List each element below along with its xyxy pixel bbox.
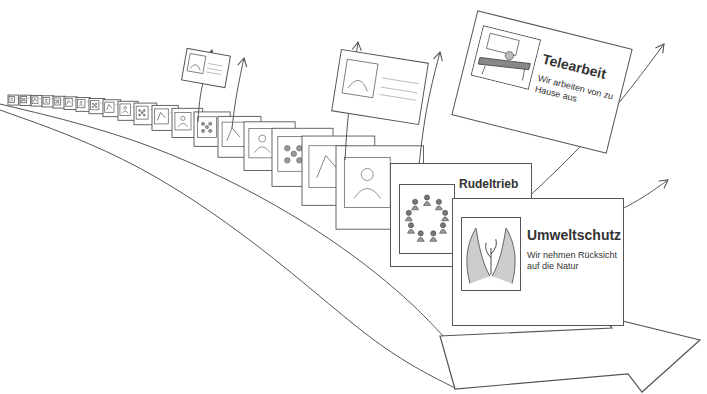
row-card bbox=[76, 98, 90, 112]
direction-arrow bbox=[440, 316, 700, 392]
row-card bbox=[31, 95, 42, 106]
card: UmweltschutzWir nehmen Rücksicht auf die… bbox=[452, 198, 624, 326]
row-card bbox=[64, 97, 77, 110]
floor-edge bbox=[0, 110, 455, 388]
flying-card bbox=[332, 49, 429, 124]
card-texts: UmweltschutzWir nehmen Rücksicht auf die… bbox=[527, 227, 621, 272]
card-title: Umweltschutz bbox=[527, 227, 621, 243]
row-card bbox=[89, 99, 105, 114]
card-texts: Rudeltrieb bbox=[459, 178, 529, 192]
floor-edge bbox=[0, 104, 445, 338]
row-card bbox=[20, 95, 31, 105]
card-texts: TelearbeitWir arbeiten von zu Hause aus bbox=[534, 51, 622, 114]
row-card bbox=[42, 96, 54, 107]
lift-arrow bbox=[232, 58, 244, 128]
row-card bbox=[8, 95, 19, 105]
flying-card bbox=[182, 48, 231, 87]
card-picture bbox=[470, 25, 541, 90]
card-picture bbox=[399, 184, 455, 254]
card-picture bbox=[461, 217, 521, 291]
card-subtitle: Wir nehmen Rücksicht auf die Natur bbox=[527, 250, 621, 272]
card-title: Rudeltrieb bbox=[459, 178, 529, 192]
card: TelearbeitWir arbeiten von zu Hause aus bbox=[451, 10, 632, 153]
flying-cards bbox=[182, 48, 429, 124]
